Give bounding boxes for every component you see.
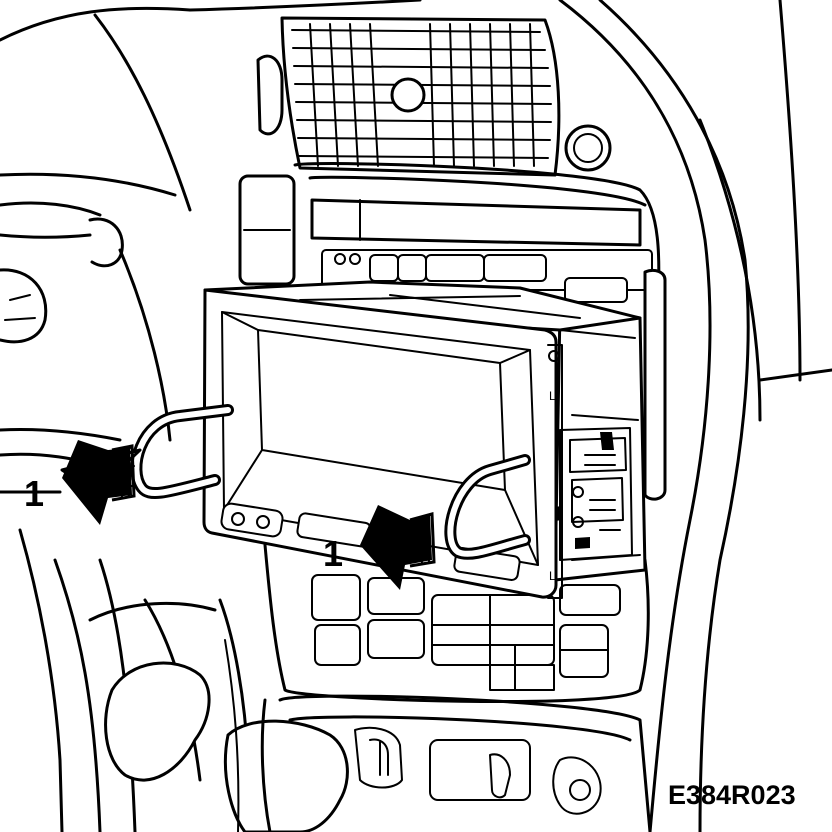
callout-left-number: 1 bbox=[24, 473, 44, 514]
climate-control-panel bbox=[263, 543, 650, 704]
side-marking-lower: L bbox=[549, 569, 556, 583]
gear-console bbox=[260, 694, 652, 832]
air-vent bbox=[256, 16, 612, 177]
vent-adjuster-knob bbox=[390, 77, 426, 113]
figure-id: E384R023 bbox=[668, 780, 796, 810]
center-console bbox=[238, 162, 667, 501]
removal-tool-left bbox=[130, 404, 234, 500]
removal-tool-right bbox=[444, 454, 531, 560]
callout-right-number: 1 bbox=[323, 533, 343, 574]
pull-arrow-right bbox=[360, 505, 436, 590]
callout-right: 1 bbox=[323, 533, 343, 574]
pull-arrow-left bbox=[60, 440, 142, 525]
callout-left: 1 bbox=[0, 473, 62, 514]
radio-head-unit: L L bbox=[202, 280, 647, 599]
side-marking-upper: L bbox=[549, 389, 556, 403]
bezel-buttons bbox=[220, 502, 521, 581]
